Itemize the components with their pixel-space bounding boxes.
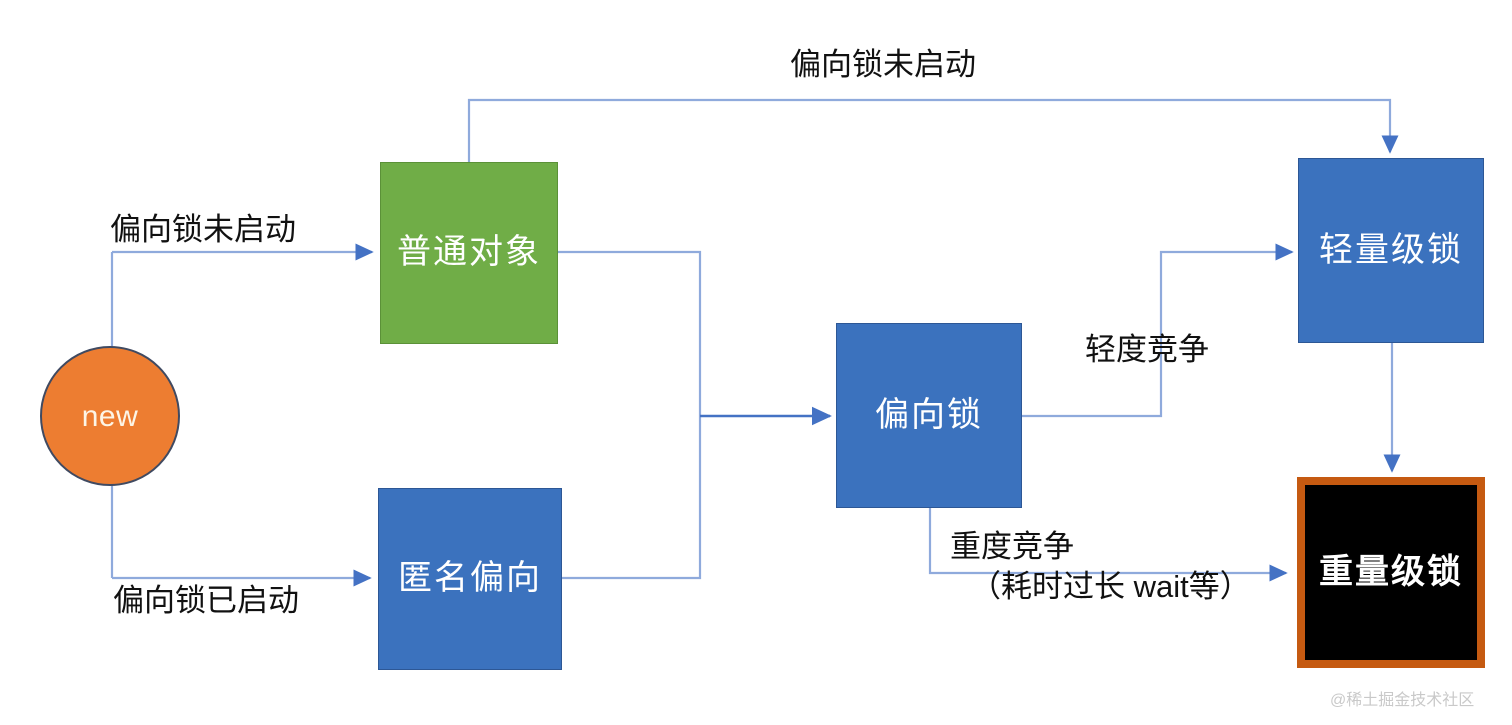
node-lightweight-lock-label: 轻量级锁 bbox=[1319, 230, 1463, 269]
edge-label-biasing-disabled: 偏向锁未启动 bbox=[110, 212, 296, 247]
edge-label-heavy-contention-line1: 重度竞争 bbox=[950, 529, 1074, 564]
connector-anonymous-biased-to-biased bbox=[562, 416, 702, 580]
node-normal-object-label: 普通对象 bbox=[397, 233, 541, 272]
node-anonymous-biased[interactable]: 匿名偏向 bbox=[378, 488, 562, 670]
watermark: @稀土掘金技术社区 bbox=[1330, 692, 1475, 709]
edge-label-light-contention: 轻度竞争 bbox=[1085, 332, 1209, 367]
node-heavyweight-lock-label: 重量级锁 bbox=[1319, 552, 1463, 591]
node-new[interactable]: new bbox=[40, 346, 180, 486]
node-anonymous-biased-label: 匿名偏向 bbox=[398, 559, 542, 598]
node-biased-lock-label: 偏向锁 bbox=[875, 395, 983, 434]
edge-label-biasing-enabled: 偏向锁已启动 bbox=[113, 583, 299, 618]
node-new-label: new bbox=[81, 399, 139, 433]
edge-label-heavy-contention: 重度竞争 （耗时过长 wait等） bbox=[950, 527, 1251, 606]
node-heavyweight-lock[interactable]: 重量级锁 bbox=[1297, 477, 1485, 668]
node-biased-lock[interactable]: 偏向锁 bbox=[836, 323, 1022, 508]
node-normal-object[interactable]: 普通对象 bbox=[380, 162, 558, 344]
connector-normal-object-to-biased bbox=[558, 250, 702, 416]
node-lightweight-lock[interactable]: 轻量级锁 bbox=[1298, 158, 1484, 343]
edge-label-top-bypass: 偏向锁未启动 bbox=[790, 47, 976, 82]
edge-label-heavy-contention-line2: （耗时过长 wait等） bbox=[970, 568, 1251, 604]
connector-normal-object-to-lightweight bbox=[467, 98, 1399, 162]
